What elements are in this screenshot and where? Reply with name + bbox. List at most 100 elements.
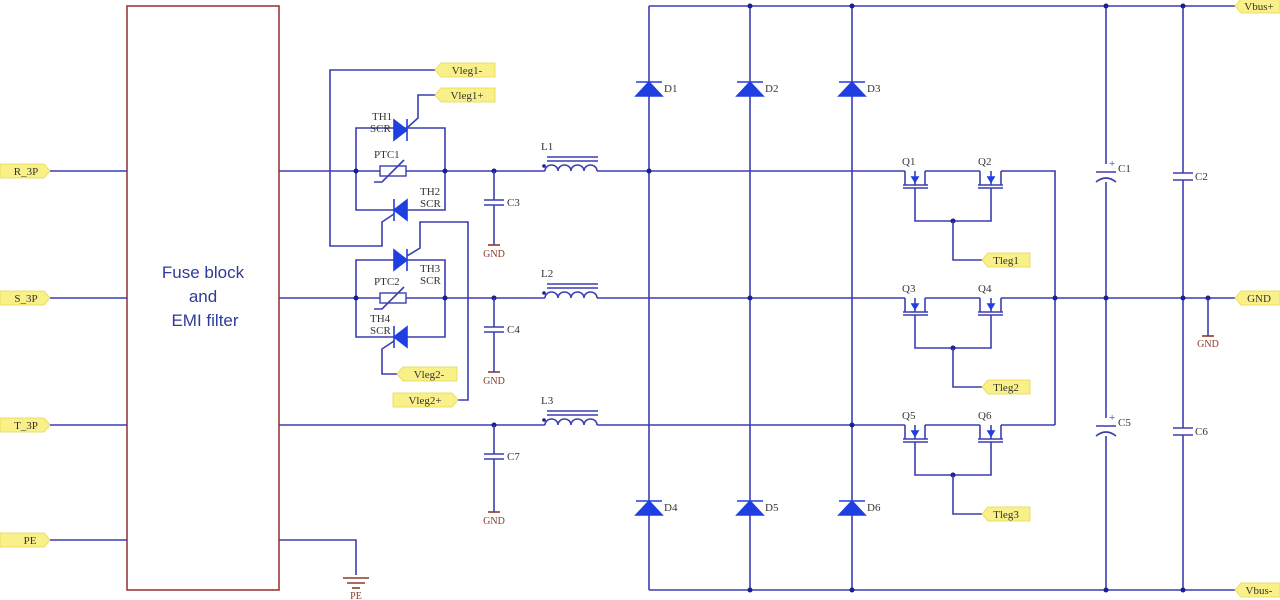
wire-pe-out [279, 539, 357, 575]
scr-th2[interactable]: TH2 SCR [329, 69, 441, 247]
svg-text:PE: PE [350, 591, 362, 600]
switch-leg-2: Q3 Q4 [902, 283, 1235, 388]
svg-text:C5: C5 [1118, 417, 1131, 429]
svg-text:S_3P: S_3P [14, 293, 37, 305]
diode-d3[interactable]: D3 [837, 80, 881, 97]
ptc2[interactable]: PTC2 [374, 276, 407, 310]
svg-text:Vleg2+: Vleg2+ [408, 395, 441, 407]
svg-text:C6: C6 [1195, 426, 1208, 438]
svg-text:Q1: Q1 [902, 156, 915, 168]
diode-d5[interactable]: D5 [735, 499, 779, 516]
diode-d4[interactable]: D4 [634, 499, 678, 516]
scr-th1[interactable]: TH1 SCR [370, 94, 435, 142]
inductor-l3[interactable]: L3 [541, 395, 598, 426]
port-vleg2-plus[interactable]: Vleg2+ [392, 392, 459, 408]
svg-text:+: + [1109, 412, 1115, 424]
ptc1[interactable]: PTC1 [374, 149, 407, 183]
svg-text:SCR: SCR [370, 123, 391, 135]
diode-d2[interactable]: D2 [735, 80, 778, 97]
svg-text:Vleg1-: Vleg1- [452, 65, 483, 77]
svg-text:TH3: TH3 [420, 263, 441, 275]
svg-text:PE: PE [24, 535, 37, 547]
switch-leg-1: Q1 Q2 [902, 156, 1056, 425]
svg-text:GND: GND [1247, 293, 1271, 305]
svg-text:SCR: SCR [420, 275, 441, 287]
diode-d6[interactable]: D6 [837, 499, 881, 516]
svg-text:GND: GND [483, 516, 505, 527]
block-label-line1: Fuse block [162, 263, 245, 282]
svg-text:Tleg2: Tleg2 [993, 382, 1019, 394]
svg-text:GND: GND [1197, 339, 1219, 350]
cap-c5-electrolytic[interactable]: + C5 [1095, 412, 1131, 437]
mosfet-q1[interactable]: Q1 [902, 156, 928, 189]
svg-text:D1: D1 [664, 83, 677, 95]
port-pe[interactable]: PE [0, 532, 51, 548]
svg-text:Q5: Q5 [902, 410, 916, 422]
port-vleg2-minus[interactable]: Vleg2- [396, 366, 458, 382]
svg-text:TH2: TH2 [420, 186, 440, 198]
svg-text:GND: GND [483, 249, 505, 260]
bus-caps [1103, 3, 1211, 593]
cap-c4[interactable]: C4 [484, 295, 520, 373]
cap-c3[interactable]: C3 [484, 168, 520, 246]
svg-text:C3: C3 [507, 197, 520, 209]
svg-text:D3: D3 [867, 83, 881, 95]
svg-text:TH4: TH4 [370, 313, 391, 325]
cap-c7[interactable]: C7 [484, 422, 520, 513]
mosfet-q6[interactable]: Q6 [978, 410, 1003, 443]
svg-text:SCR: SCR [420, 198, 441, 210]
svg-text:C7: C7 [507, 451, 520, 463]
svg-text:GND: GND [483, 376, 505, 387]
svg-text:Q3: Q3 [902, 283, 916, 295]
port-vbus-plus[interactable]: Vbus+ [1234, 0, 1280, 14]
port-vbus-minus[interactable]: Vbus- [1234, 582, 1280, 598]
cap-c1-electrolytic[interactable]: + C1 [1095, 158, 1131, 183]
svg-text:PTC1: PTC1 [374, 149, 400, 161]
inductor-l1[interactable]: L1 [541, 141, 598, 172]
port-r3p[interactable]: R_3P [0, 163, 51, 179]
cap-c6[interactable]: C6 [1173, 426, 1208, 438]
port-tleg3[interactable]: Tleg3 [981, 506, 1031, 522]
svg-text:C4: C4 [507, 324, 520, 336]
svg-text:T_3P: T_3P [14, 420, 38, 432]
svg-text:SCR: SCR [370, 325, 391, 337]
pe-ground-icon: PE [343, 577, 369, 600]
svg-text:L2: L2 [541, 268, 553, 280]
mosfet-q3[interactable]: Q3 [902, 283, 928, 316]
svg-text:L1: L1 [541, 141, 553, 153]
mosfet-q2[interactable]: Q2 [978, 156, 1003, 189]
port-vleg1-minus[interactable]: Vleg1- [434, 62, 496, 78]
port-gnd[interactable]: GND [1234, 290, 1280, 306]
scr-th4[interactable]: TH4 SCR [370, 313, 408, 375]
svg-text:PTC2: PTC2 [374, 276, 400, 288]
switch-leg-3: Q5 Q6 [902, 410, 1055, 515]
svg-text:D4: D4 [664, 502, 678, 514]
svg-text:Vbus+: Vbus+ [1244, 1, 1273, 13]
svg-text:L3: L3 [541, 395, 554, 407]
gnd-c3-icon: GND [483, 244, 505, 260]
svg-text:Vbus-: Vbus- [1246, 585, 1273, 597]
port-vleg1-plus[interactable]: Vleg1+ [434, 87, 496, 103]
port-tleg2[interactable]: Tleg2 [981, 379, 1031, 395]
svg-text:Vleg2-: Vleg2- [414, 369, 445, 381]
svg-text:Q6: Q6 [978, 410, 992, 422]
svg-text:C1: C1 [1118, 163, 1131, 175]
port-tleg1[interactable]: Tleg1 [981, 252, 1031, 268]
svg-text:Tleg1: Tleg1 [993, 255, 1019, 267]
inductor-l2[interactable]: L2 [541, 268, 598, 299]
port-t3p[interactable]: T_3P [0, 417, 51, 433]
precharge-group-1: TH1 SCR PTC1 TH2 SCR [329, 69, 448, 247]
mosfet-q5[interactable]: Q5 [902, 410, 928, 443]
diode-bridge [646, 3, 855, 593]
svg-text:D6: D6 [867, 502, 881, 514]
port-s3p[interactable]: S_3P [0, 290, 51, 306]
mosfet-q4[interactable]: Q4 [978, 283, 1003, 316]
cap-c2[interactable]: C2 [1173, 171, 1208, 183]
svg-text:D2: D2 [765, 83, 778, 95]
scr-th3[interactable]: TH3 SCR [393, 221, 469, 401]
svg-text:+: + [1109, 158, 1115, 170]
diode-d1[interactable]: D1 [634, 80, 677, 97]
svg-text:Q2: Q2 [978, 156, 991, 168]
gnd-c4-icon: GND [483, 371, 505, 387]
